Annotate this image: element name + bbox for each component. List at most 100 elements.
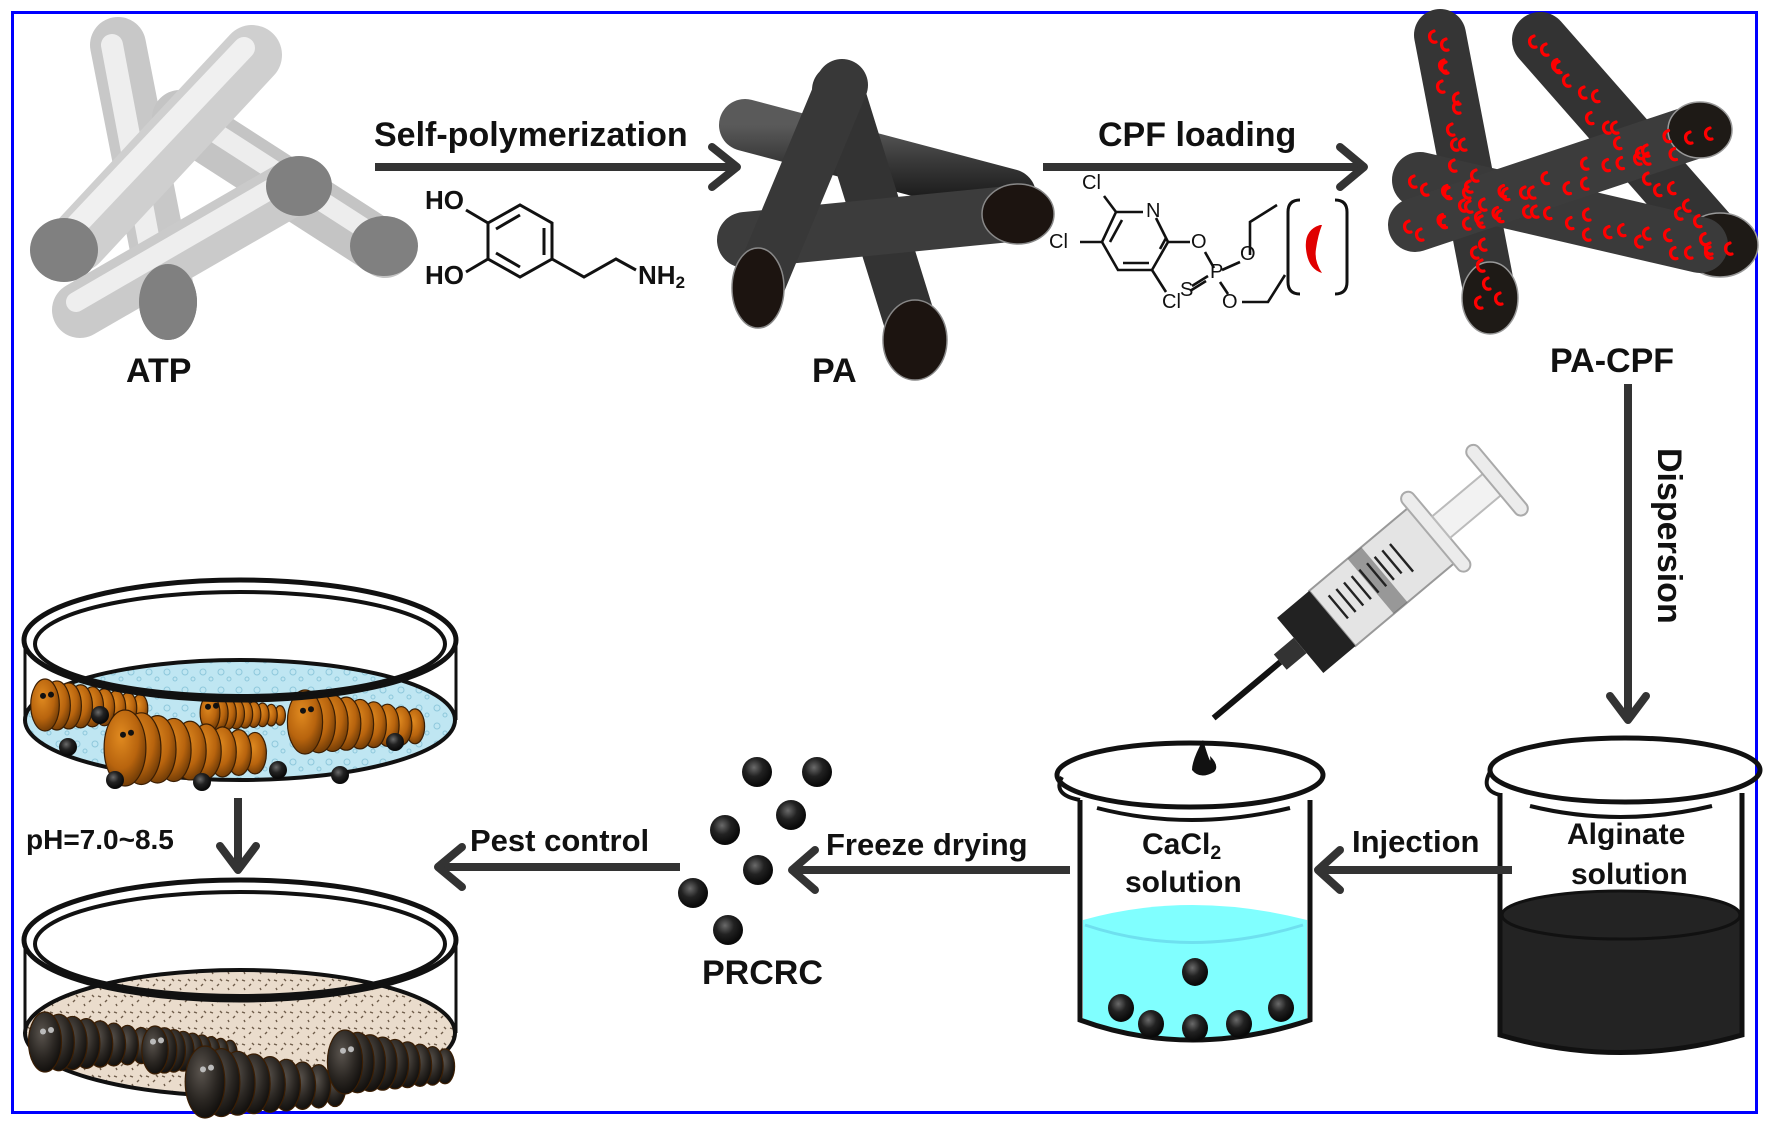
atp-rod <box>52 156 332 338</box>
cpf-marker-icon <box>1581 227 1592 242</box>
prcrc-bead <box>742 757 772 787</box>
drop-icon <box>1192 740 1217 776</box>
cpf-marker-icon <box>1493 291 1504 306</box>
hydrogel-bead <box>1182 958 1208 986</box>
cpf-marker-icon <box>1451 91 1462 106</box>
cacl2-formula-text: CaCl <box>1142 828 1211 861</box>
cpf-n: N <box>1146 200 1161 222</box>
label-atp: ATP <box>126 352 192 390</box>
hydrogel-bead <box>386 733 404 751</box>
cpf-marker-icon <box>1579 156 1590 171</box>
cpf-marker-icon <box>1439 37 1450 52</box>
cpf-marker-icon <box>1521 204 1532 219</box>
larva-dead <box>184 1045 347 1119</box>
larva-eye <box>205 703 211 710</box>
larva-segment <box>30 678 60 732</box>
cpf-marker-icon <box>1539 42 1550 57</box>
cpf-marker-icon <box>1561 73 1572 88</box>
figure-border <box>11 11 1758 1114</box>
step-cpf-loading: CPF loading <box>1098 116 1297 154</box>
step-self-polymerization: Self-polymerization <box>374 116 688 154</box>
cpf-marker-icon <box>1683 130 1694 145</box>
dopamine-ho-top: HO <box>425 185 464 215</box>
cpf-marker-icon <box>1666 180 1677 196</box>
larva-eye <box>40 692 46 699</box>
cpf-marker-icon <box>1584 110 1595 126</box>
hydrogel-bead <box>1108 994 1134 1022</box>
larva-segment <box>103 709 147 787</box>
cpf-marker-icon <box>1469 168 1480 183</box>
cpf-marker-icon <box>1461 185 1472 200</box>
label-prcrc: PRCRC <box>702 954 823 992</box>
cpf-marker-icon <box>1632 151 1643 166</box>
cpf-s: S <box>1180 279 1194 301</box>
cpf-marker-icon <box>1640 143 1651 158</box>
cpf-molecule-icon <box>1305 225 1322 273</box>
hydrogel-bead <box>1268 994 1294 1022</box>
cpf-marker-icon <box>1461 216 1472 231</box>
cpf-marker-icon <box>1703 245 1714 260</box>
cpf-marker-icon <box>1457 198 1468 213</box>
hydrogel-bead <box>331 766 349 784</box>
cpf-marker-icon <box>1477 197 1488 212</box>
prcrc-bead <box>710 815 740 845</box>
cpf-marker-icon <box>1477 237 1488 252</box>
step-freeze-drying: Freeze drying <box>826 827 1028 862</box>
pa-rod <box>731 59 868 329</box>
cpf-marker-icon <box>1703 126 1714 141</box>
syringe-illustration <box>1192 443 1529 776</box>
cpf-o-ring: O <box>1191 231 1207 253</box>
cpf-cl-top: Cl <box>1082 172 1101 194</box>
cpf-marker-icon <box>1601 157 1612 173</box>
cpf-marker-icon <box>1419 182 1430 197</box>
cpf-cl-bottom: Cl <box>1162 291 1181 313</box>
cpf-marker-icon <box>1449 137 1460 152</box>
step-dispersion: Dispersion <box>1650 448 1688 624</box>
cpf-markers <box>1402 29 1734 310</box>
dopamine-ho-bottom: HO <box>425 260 464 290</box>
cpf-marker-icon <box>1641 226 1652 241</box>
hydrogel-bead <box>193 773 211 791</box>
arrow-cpf-loading <box>1043 143 1368 191</box>
dopamine-structure <box>465 203 637 279</box>
hydrogel-bead <box>91 706 109 724</box>
cpf-marker-icon <box>1601 120 1612 135</box>
larva-eye <box>340 1047 346 1054</box>
cpf-marker-icon <box>1451 100 1462 115</box>
alginate-beaker <box>1484 735 1763 1055</box>
larva-alive <box>199 694 287 732</box>
cpf-marker-icon <box>1668 146 1679 162</box>
cpf-p: P <box>1210 261 1224 283</box>
cpf-marker-icon <box>1542 205 1553 221</box>
cpf-bracket <box>1286 198 1349 296</box>
step-injection: Injection <box>1352 824 1480 859</box>
arrow-freeze-drying <box>788 846 1070 894</box>
step-pest-control: Pest control <box>470 823 650 858</box>
cpf-marker-icon <box>1438 214 1449 230</box>
cpf-marker-icon <box>1615 155 1626 171</box>
dopamine-amine: NH2 <box>638 262 685 292</box>
cpf-marker-icon <box>1442 185 1453 201</box>
arrow-pest-control <box>434 843 680 891</box>
cpf-marker-icon <box>1681 198 1692 213</box>
alginate-solution-label: solution <box>1571 858 1688 891</box>
cpf-marker-icon <box>1652 182 1663 198</box>
cpf-marker-icon <box>1529 204 1540 219</box>
larva-alive <box>286 689 426 755</box>
arrow-self-polymerization <box>375 143 741 191</box>
hydrogel-bead <box>1226 1010 1252 1038</box>
cpf-marker-icon <box>1463 199 1474 214</box>
larva-segment <box>184 1045 226 1119</box>
cpf-marker-icon <box>1562 180 1573 196</box>
cpf-marker-icon <box>1497 183 1508 199</box>
cpf-o-upper: O <box>1240 243 1256 265</box>
cpf-marker-icon <box>1469 245 1480 260</box>
larva-eye <box>208 1064 214 1071</box>
prcrc-bead <box>743 855 773 885</box>
step-ph-condition: pH=7.0~8.5 <box>26 824 174 855</box>
cpf-marker-icon <box>1439 60 1450 75</box>
cpf-marker-icon <box>1552 59 1563 75</box>
larva-eye <box>308 706 314 713</box>
cpf-marker-icon <box>1473 295 1484 310</box>
petri-dish-live-larvae <box>21 577 459 791</box>
